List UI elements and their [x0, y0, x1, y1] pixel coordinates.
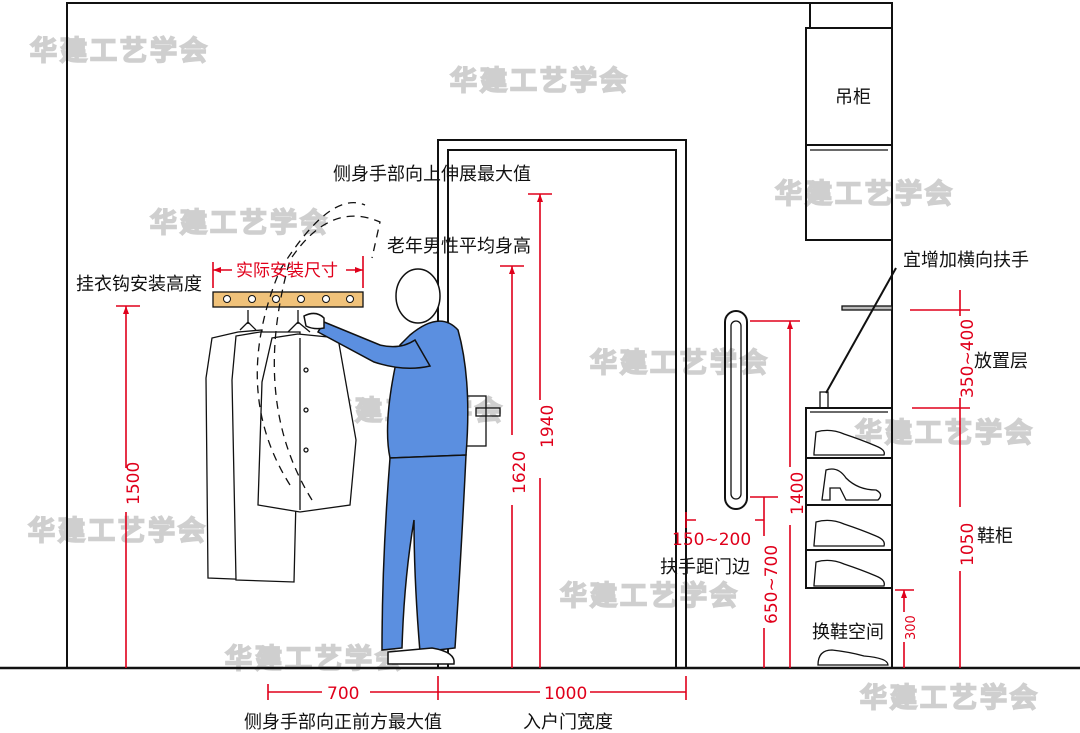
dim-shoe-space: 300 — [904, 615, 919, 640]
dim-handrail-offset: 150~200 — [672, 530, 751, 550]
label-actual-size: 实际安装尺寸 — [236, 261, 338, 281]
figure-arm — [316, 321, 432, 369]
label-side-reach-up: 侧身手部向上伸展最大值 — [333, 164, 531, 185]
wall-outline — [66, 2, 893, 668]
figure-shoes — [387, 647, 455, 665]
dim-handrail-len: 1400 — [788, 472, 808, 515]
shoe-1 — [813, 429, 885, 456]
label-shoe-cabinet: 鞋柜 — [977, 526, 1013, 547]
dim-cabinet: 1050 — [958, 523, 978, 566]
label-shelf-layer: 放置层 — [974, 351, 1028, 372]
watermark-1: 华建工艺学会 — [30, 35, 210, 67]
dim-door: 1000 — [544, 684, 587, 704]
shoe-floor — [817, 649, 889, 666]
shoes — [813, 429, 889, 666]
dim-shelf: 350~400 — [958, 319, 978, 398]
label-door-width: 入户门宽度 — [523, 712, 613, 733]
watermark-3: 华建工艺学会 — [775, 178, 955, 210]
dim-handrail-base: 650~700 — [762, 545, 782, 624]
watermark-2: 华建工艺学会 — [450, 65, 630, 97]
reach-arcs — [256, 201, 381, 501]
dimension-values: 1500 1620 1940 1400 150~200 650~700 350~… — [124, 319, 978, 704]
dim-hook: 1500 — [124, 462, 144, 505]
shoe-4 — [813, 559, 885, 587]
dim-reach-up: 1940 — [538, 405, 558, 448]
shoe-3 — [813, 519, 885, 547]
shoe-cabinet — [805, 267, 897, 589]
figure-hand — [303, 312, 325, 330]
label-male-height: 老年男性平均身高 — [387, 236, 531, 257]
figure-legs — [381, 454, 467, 653]
figure-torso — [386, 320, 469, 459]
vertical-handrail — [724, 310, 748, 510]
dim-male: 1620 — [510, 451, 530, 494]
watermark-7: 华建工艺学会 — [855, 417, 1035, 449]
dim-forward: 700 — [327, 684, 359, 704]
figure-head — [395, 268, 441, 324]
shoe-high-heel — [821, 468, 882, 501]
wall-cabinet: 吊柜 — [805, 27, 893, 241]
watermark-8: 华建工艺学会 — [28, 515, 208, 547]
label-handrail-to-door: 扶手距门边 — [660, 557, 750, 578]
label-side-reach-forward: 侧身手部向正前方最大值 — [244, 712, 442, 733]
elderly-man-figure — [303, 268, 469, 665]
watermark-11: 华建工艺学会 — [860, 682, 1040, 714]
watermark-5: 华建工艺学会 — [590, 347, 770, 379]
dimension-lines — [116, 193, 970, 700]
watermark-10: 华建工艺学会 — [225, 643, 405, 675]
label-hook-height: 挂衣钩安装高度 — [76, 274, 202, 295]
labels: 侧身手部向上伸展最大值 老年男性平均身高 挂衣钩安装高度 实际安装尺寸 宜增加横… — [76, 164, 1029, 733]
hanging-clothes — [205, 310, 357, 583]
watermarks: 华建工艺学会 华建工艺学会 华建工艺学会 华建工艺学会 华建工艺学会 华建工艺学… — [27, 34, 1040, 715]
coat-hook-board — [212, 291, 364, 308]
watermark-9: 华建工艺学会 — [560, 580, 740, 612]
wall-cabinet-label: 吊柜 — [835, 87, 871, 108]
watermark-4: 华建工艺学会 — [150, 207, 330, 239]
label-shoe-change-space: 换鞋空间 — [812, 622, 884, 643]
label-handrail-note: 宜增加横向扶手 — [903, 250, 1029, 271]
